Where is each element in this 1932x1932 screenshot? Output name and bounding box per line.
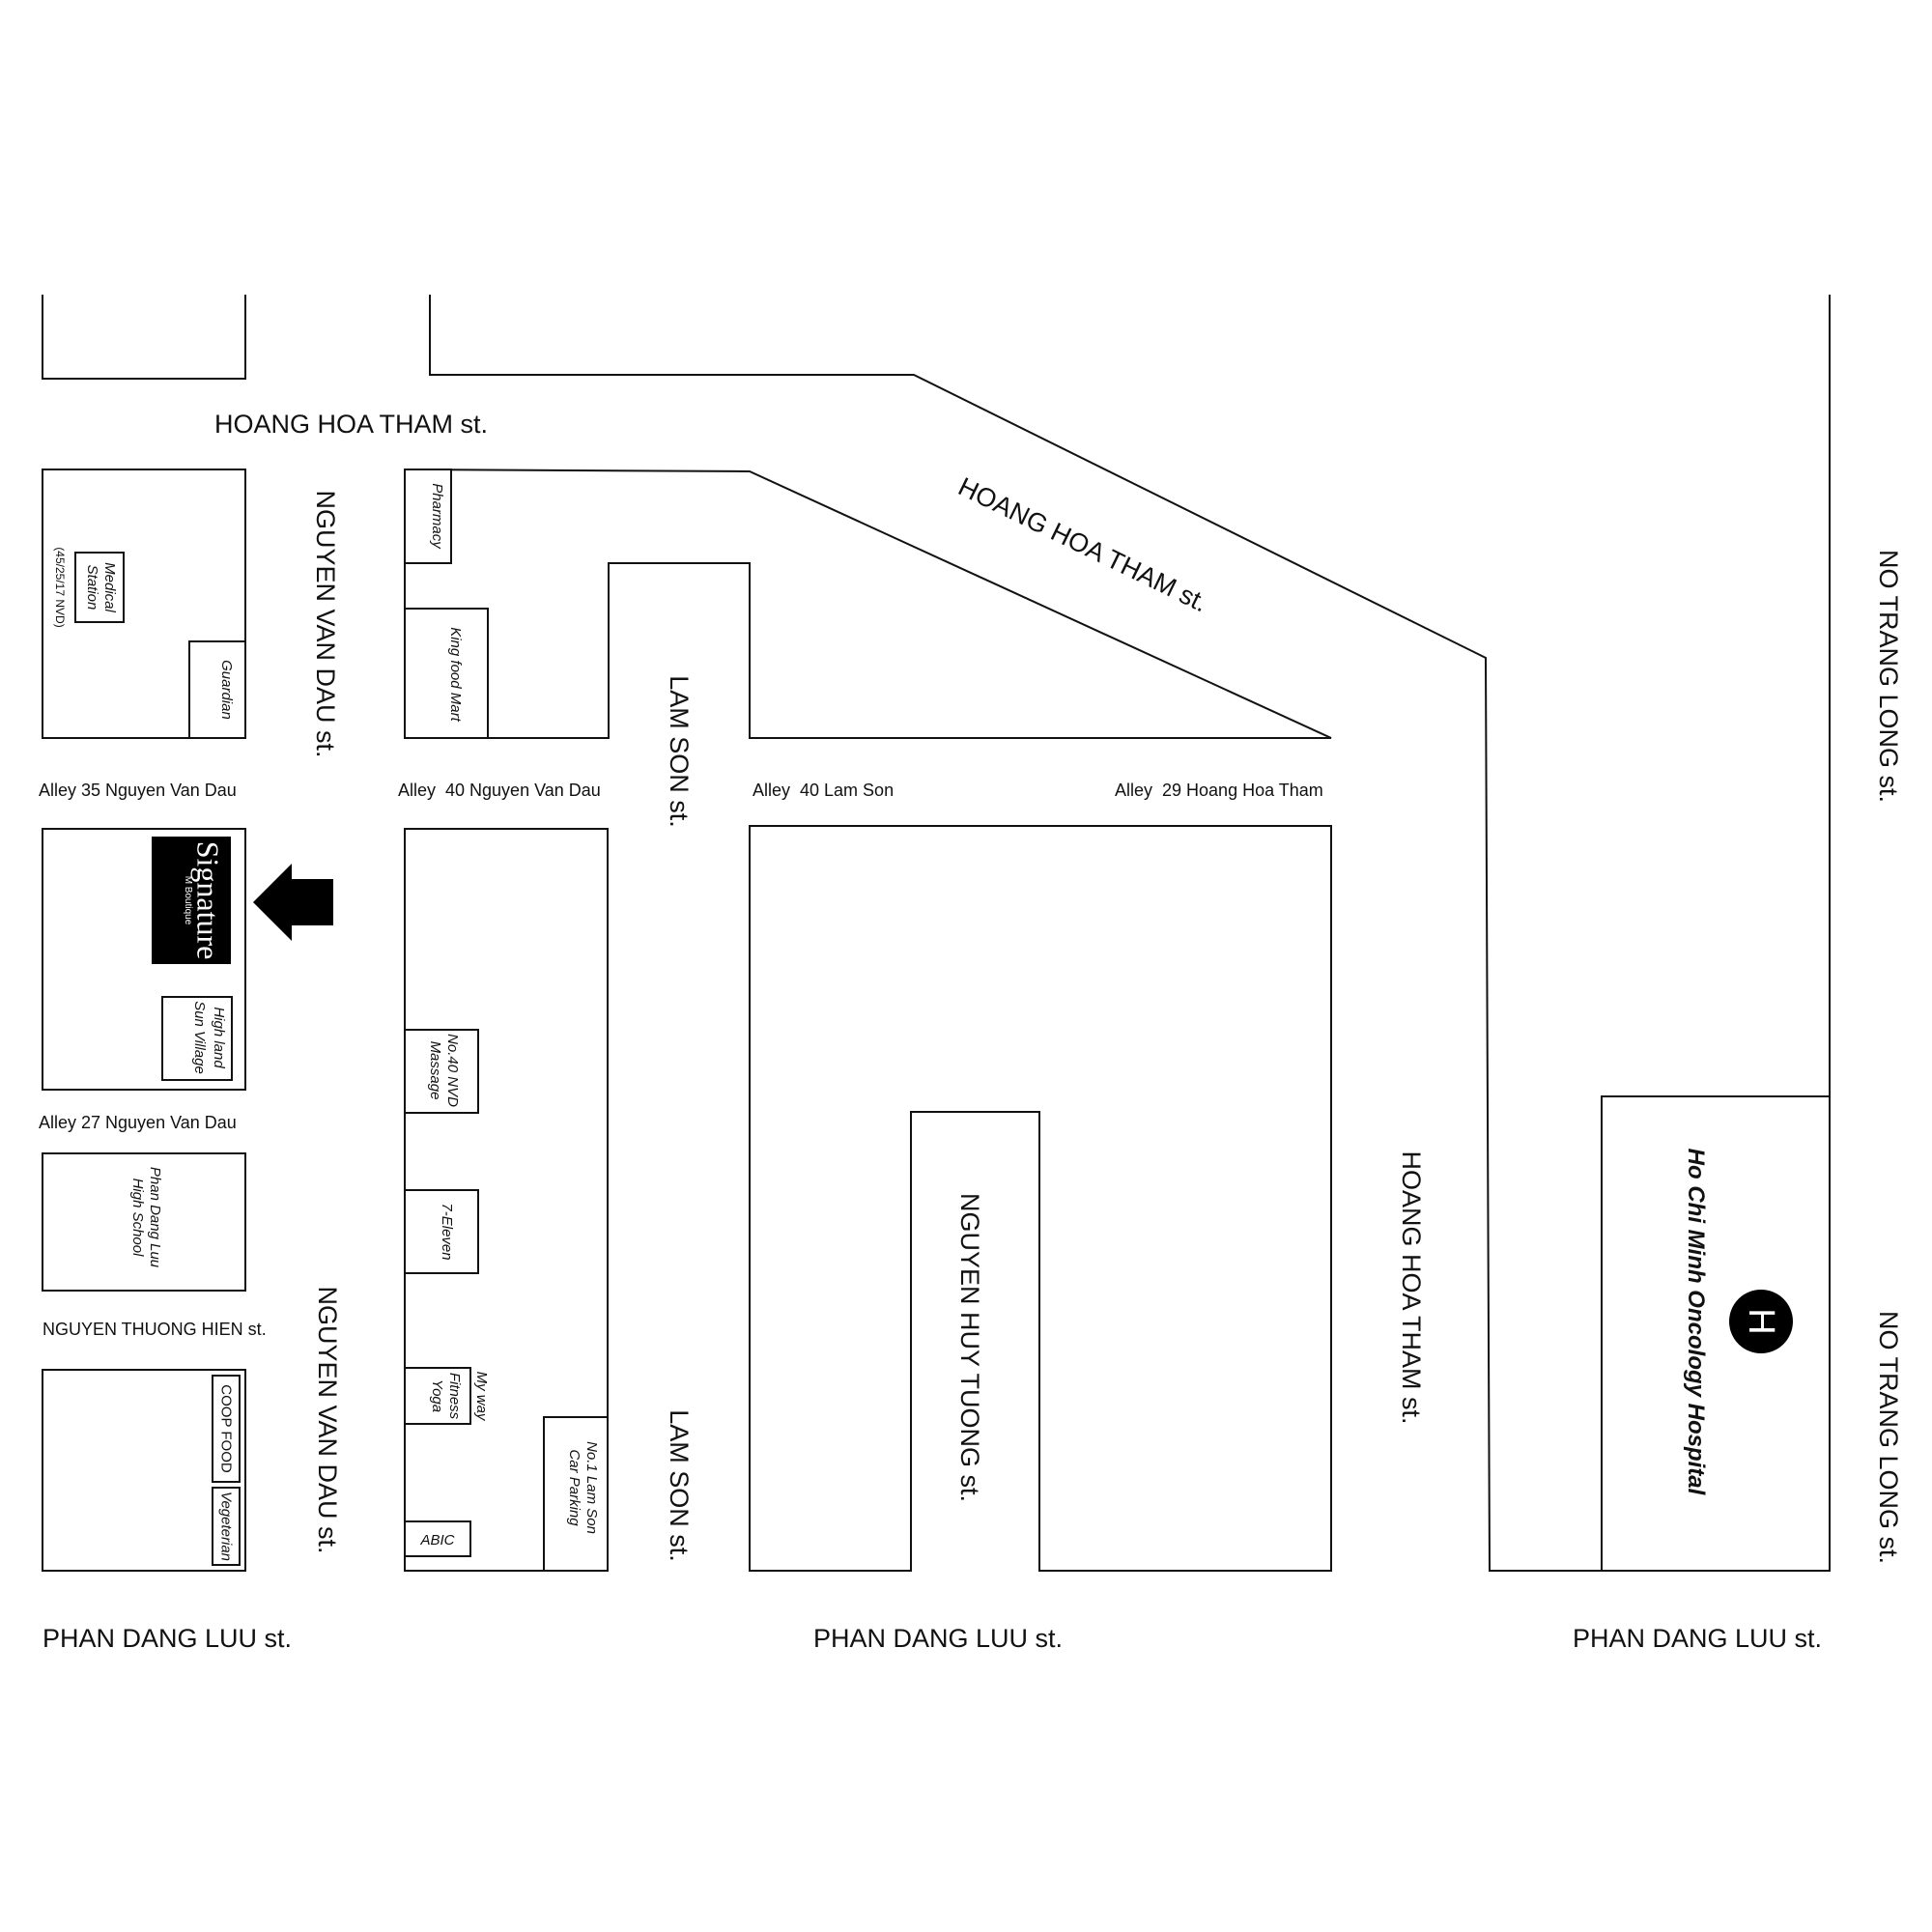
my-way-box <box>404 1367 471 1425</box>
shops <box>74 469 609 1572</box>
alley-35-nguyen-van-dau: Alley 35 Nguyen Van Dau <box>39 781 237 800</box>
street-phan-dang-luu-mid: PHAN DANG LUU st. <box>813 1624 1063 1653</box>
medical-station-label: Medical Station <box>84 562 118 612</box>
vegeterian-box <box>212 1487 241 1566</box>
my-way-line3: Yoga <box>429 1379 445 1412</box>
guardian-box <box>188 640 246 739</box>
hospital-h-icon: H <box>1729 1290 1793 1353</box>
seven-eleven-box <box>404 1189 479 1274</box>
road-edge-hoang-hoa-tham <box>429 295 1602 1572</box>
arrow-left-icon <box>253 864 333 941</box>
my-way-label: My way Fitness Yoga <box>429 1372 490 1422</box>
street-nguyen-van-dau-lower: NGUYEN VAN DAU st. <box>313 1286 342 1553</box>
street-nguyen-thuong-hien: NGUYEN THUONG HIEN st. <box>43 1320 267 1339</box>
highland-box <box>161 996 233 1081</box>
highland-line2: Sun Village <box>191 1001 208 1074</box>
king-food-mart-label: King food Mart <box>447 627 464 722</box>
signature-logo-small: M Boutique <box>183 876 193 925</box>
car-parking-box <box>543 1416 609 1572</box>
street-hoang-hoa-tham-diagonal: HOANG HOA THAM st. <box>953 471 1212 617</box>
high-school-line2: High School <box>129 1179 146 1258</box>
massage-line1: No.40 NVD <box>444 1034 461 1107</box>
street-lam-son-upper: LAM SON st. <box>665 675 694 828</box>
guardian-label: Guardian <box>218 660 235 720</box>
street-hoang-hoa-tham-vertical: HOANG HOA THAM st. <box>1397 1151 1426 1424</box>
signature-logo-text: Signature <box>191 841 226 960</box>
car-parking-line2: Car Parking <box>566 1449 582 1526</box>
street-phan-dang-luu-left: PHAN DANG LUU st. <box>43 1624 292 1653</box>
alley-29-hoang-hoa-tham: Alley 29 Hoang Hoa Tham <box>1115 781 1323 800</box>
alley-40-nguyen-van-dau: Alley 40 Nguyen Van Dau <box>398 781 601 800</box>
alley-40-lam-son: Alley 40 Lam Son <box>753 781 894 800</box>
massage-box <box>404 1029 479 1114</box>
pharmacy-label: Pharmacy <box>429 483 445 550</box>
highland-line1: High land <box>211 1007 227 1068</box>
coop-food-label: COOP FOOD <box>218 1384 235 1473</box>
street-no-trang-long-upper: NO TRANG LONG st. <box>1874 550 1903 803</box>
block-medical <box>42 469 246 739</box>
abic-label: ABIC <box>419 1532 454 1548</box>
my-way-line2: Fitness <box>446 1373 463 1420</box>
signature-logo-block <box>152 837 231 964</box>
medical-line2: Station <box>84 565 100 611</box>
street-hoang-hoa-tham-top: HOANG HOA THAM st. <box>214 410 488 439</box>
vegeterian-label: Vegeterian <box>218 1492 235 1561</box>
car-parking-label: No.1 Lam Son Car Parking <box>566 1441 600 1534</box>
city-blocks <box>42 295 1831 1572</box>
massage-line2: Massage <box>427 1041 443 1100</box>
block-coop <box>42 1369 246 1572</box>
highland-label: High land Sun Village <box>191 1001 227 1074</box>
street-no-trang-long-lower: NO TRANG LONG st. <box>1874 1311 1903 1564</box>
king-food-mart-box <box>404 608 489 739</box>
massage-label: No.40 NVD Massage <box>427 1034 461 1107</box>
coop-food-box <box>212 1375 241 1483</box>
high-school-line1: Phan Dang Luu <box>147 1167 163 1268</box>
medical-station-box <box>74 552 125 623</box>
street-lam-son-lower: LAM SON st. <box>665 1409 694 1562</box>
signature-hotel[interactable]: M Boutique Signature <box>152 837 231 964</box>
street-phan-dang-luu-right: PHAN DANG LUU st. <box>1573 1624 1822 1653</box>
block-signature <box>42 828 246 1091</box>
medical-line1: Medical <box>101 562 118 612</box>
pharmacy-box <box>404 469 452 564</box>
car-parking-line1: No.1 Lam Son <box>583 1441 600 1534</box>
block-top-left <box>42 295 246 380</box>
block-hospital <box>1601 1095 1831 1572</box>
my-way-line1: My way <box>473 1372 490 1422</box>
block-nguyen-huy-tuong <box>749 825 1332 1572</box>
high-school-label: Phan Dang Luu High School <box>129 1167 163 1268</box>
street-nguyen-van-dau-upper: NGUYEN VAN DAU st. <box>311 490 340 757</box>
hospital-label: Ho Chi Minh Oncology Hospital <box>1683 1149 1709 1496</box>
medical-address: (45/25/17 NVD) <box>53 547 67 627</box>
hospital-symbol: H <box>1741 1308 1781 1334</box>
block-high-school <box>42 1152 246 1292</box>
seven-eleven-label: 7-Eleven <box>439 1203 455 1260</box>
street-nguyen-huy-tuong: NGUYEN HUY TUONG st. <box>955 1193 984 1502</box>
abic-box <box>404 1520 471 1557</box>
alley-27-nguyen-van-dau: Alley 27 Nguyen Van Dau <box>39 1113 237 1132</box>
